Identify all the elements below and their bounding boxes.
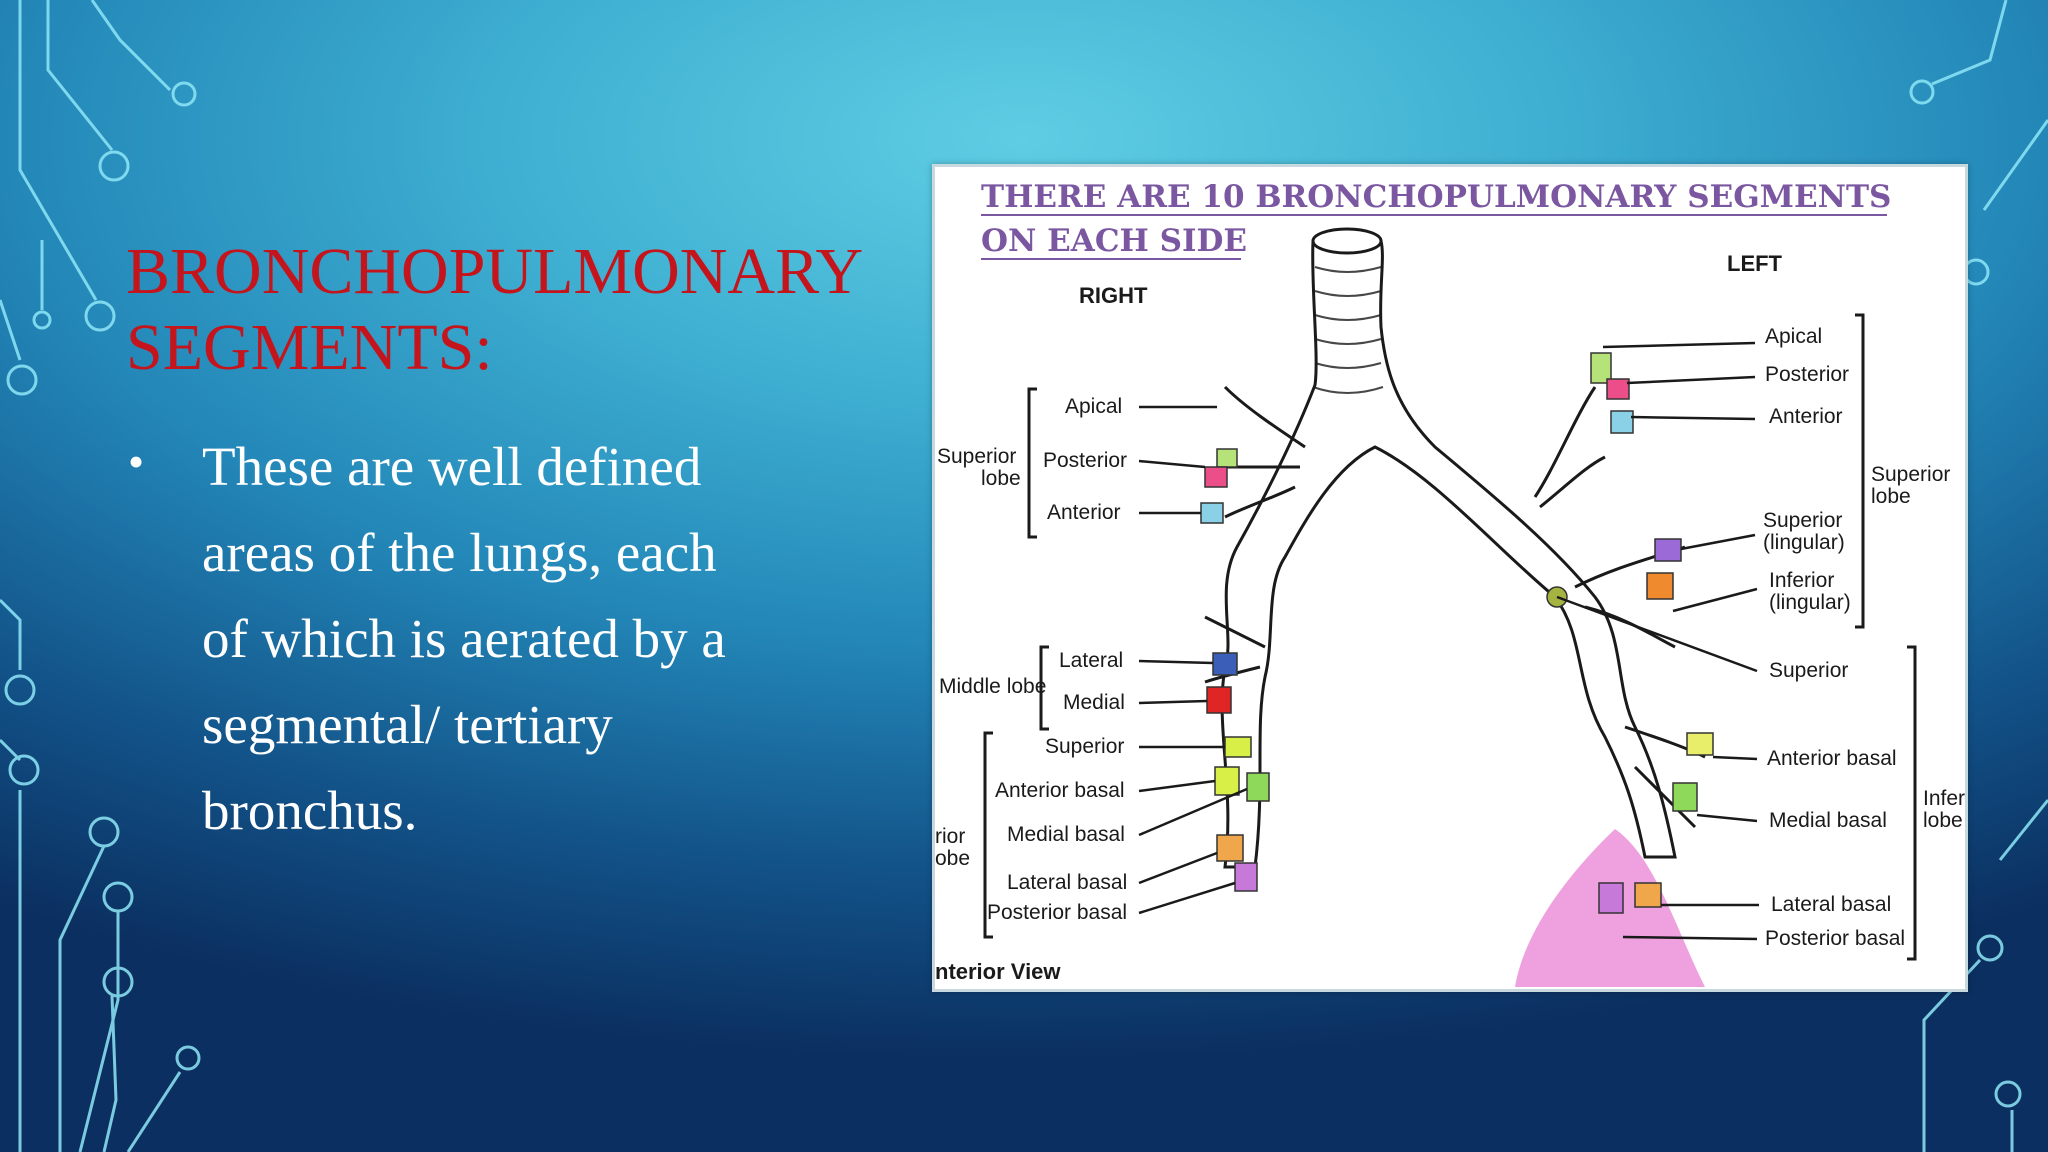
- label-right-medial: Medial: [1063, 691, 1125, 714]
- tip-left-lateral-basal: [1634, 882, 1662, 908]
- segment-colors: [1200, 352, 1714, 914]
- leader-left-medial-basal: [1696, 813, 1758, 823]
- leader-right-anterior-basal: [1138, 779, 1216, 793]
- label-left-inferior-lingular-1: Inferior: [1769, 569, 1834, 592]
- tip-right-lateral: [1212, 652, 1238, 676]
- left-heading: LEFT: [1727, 251, 1783, 276]
- bracket-left-superior: [1855, 313, 1865, 629]
- tip-left-apical: [1590, 352, 1612, 384]
- tip-left-posterior: [1606, 378, 1630, 400]
- label-left-superior: Superior: [1769, 659, 1848, 682]
- label-right-apical: Apical: [1065, 395, 1122, 418]
- bullet-item: • These are well defined areas of the lu…: [128, 424, 768, 854]
- bullet-text: These are well defined areas of the lung…: [202, 436, 726, 841]
- label-left-posterior-basal: Posterior basal: [1765, 927, 1905, 950]
- bracket-right-superior: [1027, 387, 1037, 539]
- label-left-apical: Apical: [1765, 325, 1822, 348]
- leader-left-inferior-lingular: [1672, 587, 1758, 613]
- label-left-superior-lingular-1: Superior: [1763, 509, 1842, 532]
- trachea-rings: [1312, 266, 1384, 394]
- leader-left-anterior: [1630, 415, 1756, 421]
- leader-right-lateral: [1138, 659, 1214, 665]
- tip-right-medial: [1206, 686, 1232, 714]
- slide-title-line1: BRONCHOPULMONARY: [126, 235, 864, 308]
- label-right-medial-basal: Medial basal: [1007, 823, 1125, 846]
- label-left-inferior-lobe-2: lobe: [1923, 809, 1963, 832]
- bronchial-tree-diagram: THERE ARE 10 BRONCHOPULMONARY SEGMENTS O…: [935, 179, 1965, 987]
- leader-left-apical: [1602, 341, 1756, 349]
- label-right-lateral: Lateral: [1059, 649, 1123, 672]
- tip-right-lateral-basal: [1216, 834, 1244, 862]
- view-label: nterior View: [935, 959, 1061, 984]
- label-right-inferior-lobe-1: rior: [935, 825, 965, 848]
- label-right-superior-lobe-1: Superior: [937, 445, 1016, 468]
- figure-header-line1: THERE ARE 10 BRONCHOPULMONARY SEGMENTS: [981, 179, 1891, 215]
- label-left-anterior-basal: Anterior basal: [1767, 747, 1897, 770]
- leader-right-lateral-basal: [1138, 851, 1218, 885]
- bronchial-tree-figure: THERE ARE 10 BRONCHOPULMONARY SEGMENTS O…: [932, 164, 1968, 992]
- tip-left-inferior-lingular: [1646, 572, 1674, 600]
- leader-right-medial-basal: [1138, 787, 1248, 837]
- leader-right-posterior-basal: [1138, 881, 1236, 915]
- tip-left-anterior: [1610, 410, 1634, 434]
- slide-title-line2: SEGMENTS:: [126, 311, 493, 384]
- bullet-symbol: •: [128, 436, 145, 487]
- label-left-anterior: Anterior: [1769, 405, 1843, 428]
- label-left-medial-basal: Medial basal: [1769, 809, 1887, 832]
- label-right-superior-lobe-2: lobe: [981, 467, 1021, 490]
- right-labels: Superior lobe Apical Posterior Anterior …: [935, 387, 1248, 939]
- label-right-inferior-lobe-2: obe: [935, 847, 970, 870]
- label-left-superior-lingular-2: (lingular): [1763, 531, 1845, 554]
- leader-left-superior-lingular: [1680, 533, 1756, 551]
- tip-left-superior-lingular: [1654, 538, 1682, 562]
- label-left-superior-lobe-1: Superior: [1871, 463, 1950, 486]
- leader-left-superior: [1556, 595, 1758, 673]
- label-right-superior: Superior: [1045, 735, 1124, 758]
- bronchial-tree: [1204, 227, 1706, 869]
- tip-right-anterior: [1200, 502, 1224, 524]
- label-left-posterior: Posterior: [1765, 363, 1849, 386]
- label-left-inferior-lingular-2: (lingular): [1769, 591, 1851, 614]
- leader-left-posterior: [1626, 375, 1756, 385]
- tip-right-posterior: [1204, 466, 1228, 488]
- tip-left-anterior-basal: [1686, 732, 1714, 756]
- tip-right-posterior-basal: [1234, 862, 1258, 892]
- label-left-inferior-lobe-1: Infer: [1923, 787, 1965, 810]
- tip-right-apical: [1216, 448, 1238, 468]
- label-right-anterior: Anterior: [1047, 501, 1121, 524]
- label-left-superior-lobe-2: lobe: [1871, 485, 1911, 508]
- leader-left-anterior-basal: [1712, 755, 1758, 761]
- tip-right-superior: [1224, 736, 1252, 758]
- right-heading: RIGHT: [1079, 283, 1148, 308]
- label-right-middle-lobe: Middle lobe: [939, 675, 1046, 698]
- bracket-left-inferior: [1907, 645, 1917, 961]
- tip-right-medial-basal: [1246, 772, 1270, 802]
- label-right-posterior: Posterior: [1043, 449, 1127, 472]
- tip-left-posterior-basal: [1598, 882, 1624, 914]
- figure-header-line2: ON EACH SIDE: [981, 223, 1247, 259]
- leader-right-posterior: [1138, 459, 1206, 469]
- label-right-lateral-basal: Lateral basal: [1007, 871, 1127, 894]
- slide-title: BRONCHOPULMONARY SEGMENTS:: [126, 234, 926, 386]
- tip-right-anterior-basal: [1214, 766, 1240, 796]
- left-labels: Apical Posterior Anterior Superior lobe …: [1556, 313, 1965, 961]
- label-right-posterior-basal: Posterior basal: [987, 901, 1127, 924]
- bracket-right-inferior: [983, 731, 993, 939]
- label-left-lateral-basal: Lateral basal: [1771, 893, 1891, 916]
- bracket-right-middle: [1039, 645, 1049, 731]
- leader-left-posterior-basal: [1622, 935, 1758, 941]
- label-right-anterior-basal: Anterior basal: [995, 779, 1125, 802]
- leader-right-medial: [1138, 699, 1208, 705]
- bullet-list: • These are well defined areas of the lu…: [128, 424, 768, 854]
- tip-left-medial-basal: [1672, 782, 1698, 812]
